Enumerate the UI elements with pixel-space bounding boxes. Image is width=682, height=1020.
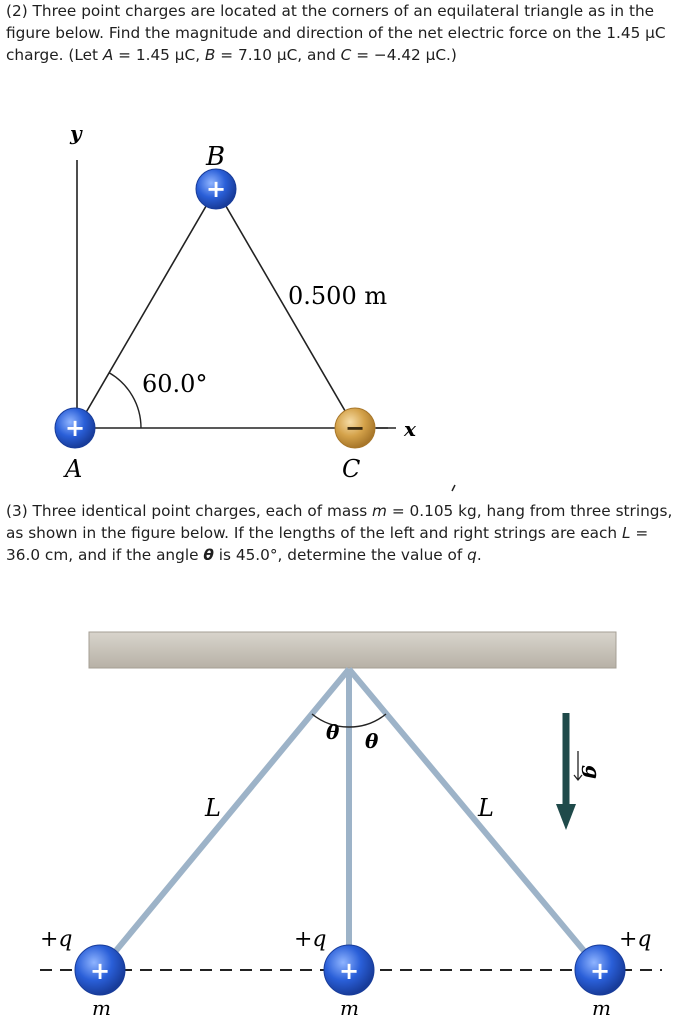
charge-A: + bbox=[54, 407, 96, 449]
problem-2-text-part: = 1.45 μC, bbox=[113, 46, 205, 64]
problem-2-text-part: = −4.42 μC.) bbox=[351, 46, 457, 64]
variable-C: C bbox=[340, 46, 352, 64]
charge-left-sign: + bbox=[90, 957, 110, 985]
problem-3-text-part: (3) Three identical point charges, each … bbox=[6, 502, 373, 520]
side-AB bbox=[76, 188, 217, 429]
variable-L: L bbox=[621, 524, 631, 542]
ceiling bbox=[88, 631, 617, 669]
gravity-arrow bbox=[556, 713, 576, 830]
L-right-label: L bbox=[477, 794, 494, 822]
theta-arc-right bbox=[348, 713, 387, 728]
stray-mark bbox=[451, 484, 456, 492]
mass-middle-label: m bbox=[340, 996, 359, 1020]
charge-B: + bbox=[195, 168, 237, 210]
triangle-figure: y x B A C 0.500 m 60.0° + + − bbox=[54, 121, 456, 492]
variable-m: m bbox=[372, 502, 387, 520]
theta-left-label: θ bbox=[326, 720, 340, 744]
charge-left-label: +q bbox=[40, 927, 73, 952]
mass-right-label: m bbox=[592, 996, 611, 1020]
theta-arc-left bbox=[311, 713, 350, 728]
charge-right-label: +q bbox=[619, 927, 652, 952]
y-axis-label: y bbox=[69, 121, 83, 145]
theta-right-label: θ bbox=[365, 729, 379, 753]
variable-theta: θ bbox=[203, 546, 214, 564]
variable-A: A bbox=[102, 46, 114, 64]
charge-B-sign: + bbox=[206, 175, 226, 203]
problem-3-text-part: = 0.105 kg, hang from three strings, as … bbox=[6, 502, 673, 542]
charge-A-sign: + bbox=[65, 414, 85, 442]
charge-C-sign: − bbox=[345, 414, 365, 442]
problem-3-text: (3) Three identical point charges, each … bbox=[6, 500, 680, 566]
charge-middle-label: +q bbox=[294, 927, 327, 952]
side-length-label: 0.500 m bbox=[288, 282, 387, 310]
left-string bbox=[97, 667, 352, 972]
variable-B: B bbox=[204, 46, 216, 64]
side-BC bbox=[215, 188, 356, 429]
charge-middle: + bbox=[323, 944, 375, 996]
L-left-label: L bbox=[204, 794, 221, 822]
gravity-label: g bbox=[581, 765, 605, 779]
mass-left-label: m bbox=[92, 996, 111, 1020]
label-A: A bbox=[63, 455, 82, 483]
problem-3-text-part: = 36.0 cm, and if the angle bbox=[6, 524, 649, 564]
problem-3-text-part: . bbox=[476, 546, 482, 564]
problem-2-text-part: (2) Three point charges are located at t… bbox=[6, 2, 666, 64]
x-axis-label: x bbox=[403, 417, 417, 441]
charge-middle-sign: + bbox=[339, 957, 359, 985]
right-string bbox=[346, 667, 603, 972]
charge-left: + bbox=[74, 944, 126, 996]
problem-2-text-part: = 7.10 μC, and bbox=[215, 46, 341, 64]
problem-3-text-part: is 45.0°, determine the value of bbox=[213, 546, 468, 564]
charge-right: + bbox=[574, 944, 626, 996]
label-B: B bbox=[205, 142, 225, 172]
angle-label: 60.0° bbox=[142, 370, 207, 398]
problem-2-text: (2) Three point charges are located at t… bbox=[6, 0, 680, 66]
charge-C: − bbox=[334, 407, 376, 449]
angle-arc bbox=[108, 371, 142, 429]
gravity-vector-mark bbox=[573, 751, 583, 782]
variable-q: q bbox=[467, 546, 477, 564]
charge-right-sign: + bbox=[590, 957, 610, 985]
label-C: C bbox=[342, 455, 360, 483]
